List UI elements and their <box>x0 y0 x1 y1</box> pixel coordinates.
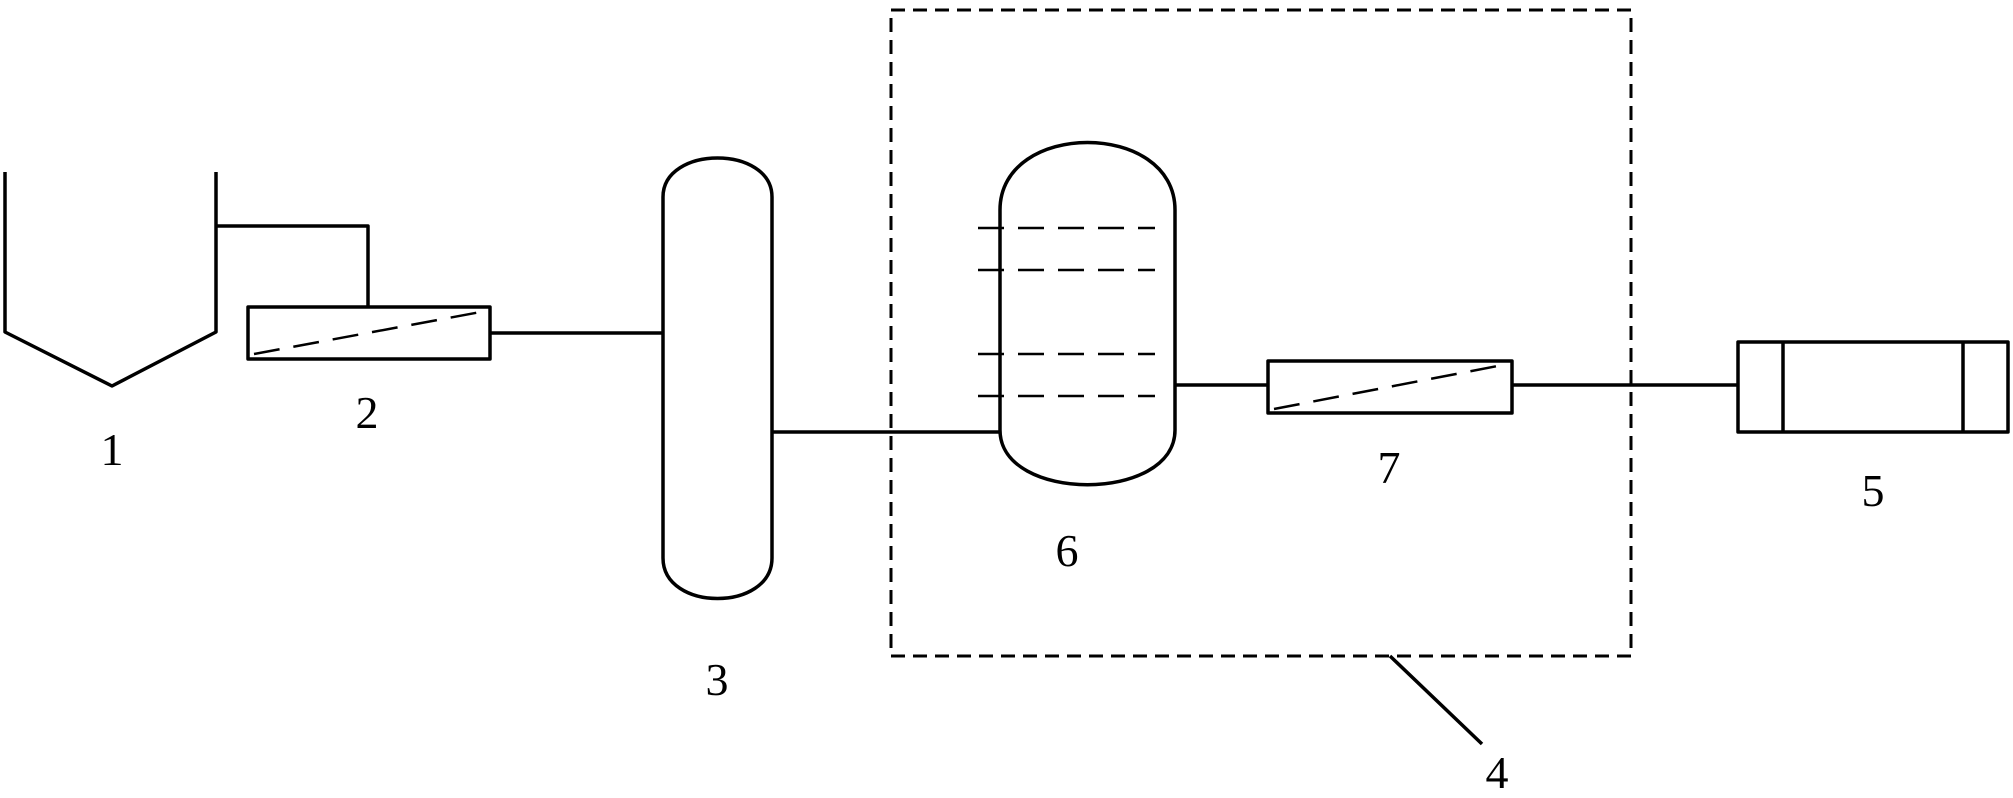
tube-7-dashed-diagonal <box>1273 362 1509 411</box>
label-5: 5 <box>1862 465 1885 516</box>
pipe-hopper-to-tube-2 <box>216 224 370 307</box>
label-3: 3 <box>706 654 729 705</box>
label-6: 6 <box>1056 525 1079 576</box>
leader-line-4 <box>1388 654 1484 746</box>
tube-7 <box>1266 359 1514 415</box>
label-7: 7 <box>1378 442 1401 493</box>
label-1: 1 <box>101 424 124 475</box>
enclosure-4 <box>889 8 1633 658</box>
label-4: 4 <box>1486 747 1509 793</box>
tube-2 <box>246 305 492 361</box>
vessel-6 <box>998 140 1177 487</box>
unit-5 <box>1736 340 2010 434</box>
label-2: 2 <box>356 387 379 438</box>
tube-2-dashed-diagonal <box>253 309 487 356</box>
hopper-1 <box>3 172 218 388</box>
column-3 <box>661 156 774 601</box>
